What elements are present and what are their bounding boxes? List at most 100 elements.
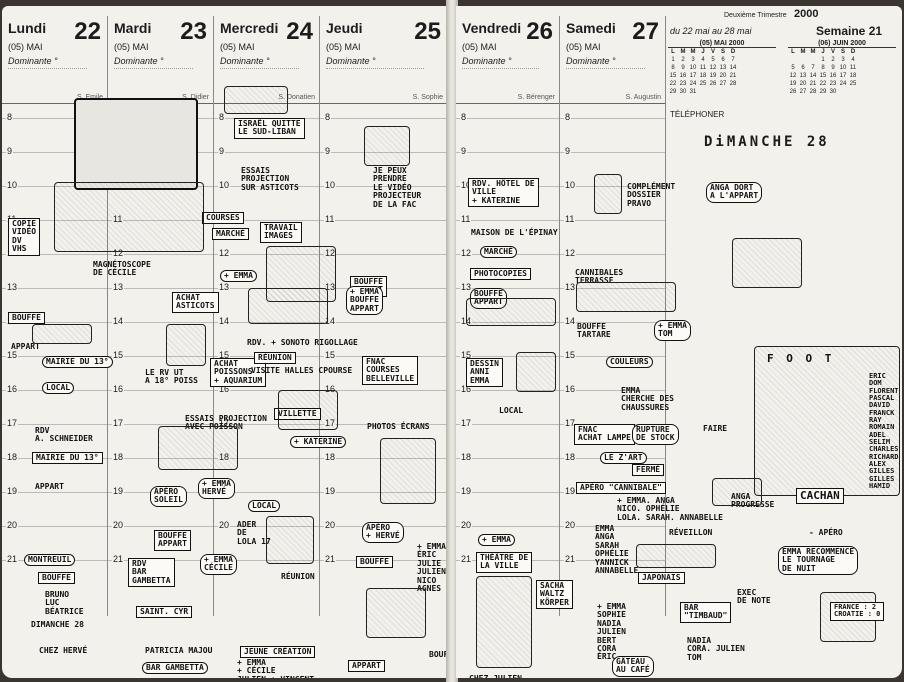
calendar-day[interactable] (848, 88, 858, 96)
hour-slot[interactable]: 20 (108, 520, 213, 556)
calendar-day[interactable]: 10 (839, 65, 847, 71)
hour-slot[interactable]: 17 (456, 418, 559, 454)
calendar-day[interactable]: 2 (831, 57, 835, 63)
calendar-day[interactable]: 3 (691, 57, 695, 63)
hour-slot[interactable]: 19 (2, 486, 107, 522)
calendar-day[interactable]: 12 (789, 73, 797, 79)
calendar-day[interactable]: 11 (699, 65, 707, 71)
calendar-day[interactable]: 28 (809, 89, 817, 95)
hour-slot[interactable]: 20 (560, 520, 665, 556)
hour-slot[interactable]: 15 (456, 350, 559, 386)
calendar-day[interactable]: 6 (721, 57, 725, 63)
calendar-day[interactable]: 29 (819, 89, 827, 95)
hour-slot[interactable]: 18 (456, 452, 559, 488)
hour-slot[interactable]: 11 (560, 214, 665, 250)
calendar-day[interactable]: 19 (709, 73, 717, 79)
hour-slot[interactable]: 9 (2, 146, 107, 182)
calendar-day[interactable] (808, 56, 818, 64)
calendar-day[interactable]: 2 (681, 57, 685, 63)
hour-slot[interactable]: 19 (320, 486, 447, 522)
hour-slot[interactable]: 9 (560, 146, 665, 182)
hour-slot[interactable]: 9 (320, 146, 447, 182)
calendar-day[interactable] (728, 88, 738, 96)
hour-slot[interactable]: 11 (108, 214, 213, 250)
hour-slot[interactable]: 10 (320, 180, 447, 216)
calendar-day[interactable]: 9 (831, 65, 835, 71)
calendar-day[interactable]: 20 (799, 81, 807, 87)
calendar-day[interactable]: 17 (689, 73, 697, 79)
calendar-day[interactable]: 22 (819, 81, 827, 87)
hour-slot[interactable]: 13 (108, 282, 213, 318)
calendar-day[interactable]: 3 (841, 57, 845, 63)
calendar-day[interactable] (788, 56, 798, 64)
hour-slot[interactable]: 12 (320, 248, 447, 284)
calendar-day[interactable]: 16 (829, 73, 837, 79)
hour-slot[interactable]: 16 (2, 384, 107, 420)
hour-slot[interactable]: 17 (108, 418, 213, 454)
calendar-day[interactable] (838, 88, 848, 96)
calendar-day[interactable]: 23 (829, 81, 837, 87)
calendar-day[interactable]: 31 (689, 89, 697, 95)
calendar-day[interactable] (718, 88, 728, 96)
hour-slot[interactable]: 16 (320, 384, 447, 420)
calendar-day[interactable]: 20 (719, 73, 727, 79)
calendar-day[interactable] (698, 88, 708, 96)
calendar-day[interactable]: 12 (709, 65, 717, 71)
hour-slot[interactable]: 14 (320, 316, 447, 352)
calendar-day[interactable]: 22 (669, 81, 677, 87)
calendar-day[interactable]: 26 (789, 89, 797, 95)
hour-slot[interactable]: 21 (560, 554, 665, 590)
hour-slot[interactable]: 18 (320, 452, 447, 488)
hour-slot[interactable]: 8 (320, 112, 447, 148)
calendar-day[interactable]: 1 (821, 57, 825, 63)
hour-slot[interactable]: 20 (2, 520, 107, 556)
calendar-day[interactable]: 25 (699, 81, 707, 87)
calendar-day[interactable]: 11 (849, 65, 857, 71)
hour-slot[interactable]: 17 (214, 418, 319, 454)
calendar-day[interactable]: 27 (799, 89, 807, 95)
calendar-day[interactable]: 29 (669, 89, 677, 95)
calendar-day[interactable]: 4 (851, 57, 855, 63)
hour-slot[interactable]: 9 (456, 146, 559, 182)
calendar-day[interactable]: 10 (689, 65, 697, 71)
hour-slot[interactable]: 15 (108, 350, 213, 386)
calendar-day[interactable]: 7 (811, 65, 815, 71)
calendar-day[interactable]: 25 (849, 81, 857, 87)
calendar-day[interactable]: 27 (719, 81, 727, 87)
calendar-day[interactable]: 17 (839, 73, 847, 79)
calendar-day[interactable]: 4 (701, 57, 705, 63)
hour-slot[interactable]: 12 (560, 248, 665, 284)
calendar-day[interactable]: 8 (821, 65, 825, 71)
calendar-day[interactable]: 15 (669, 73, 677, 79)
hour-slot[interactable]: 16 (560, 384, 665, 420)
hour-slot[interactable]: 14 (560, 316, 665, 352)
hour-slot[interactable]: 9 (214, 146, 319, 182)
calendar-day[interactable]: 30 (829, 89, 837, 95)
hour-slot[interactable]: 8 (456, 112, 559, 148)
hour-slot[interactable]: 18 (108, 452, 213, 488)
calendar-day[interactable]: 14 (729, 65, 737, 71)
calendar-day[interactable]: 1 (671, 57, 675, 63)
calendar-day[interactable]: 18 (699, 73, 707, 79)
hour-slot[interactable]: 13 (2, 282, 107, 318)
hour-slot[interactable]: 11 (320, 214, 447, 250)
calendar-day[interactable]: 24 (689, 81, 697, 87)
calendar-day[interactable] (708, 88, 718, 96)
hour-slot[interactable]: 8 (2, 112, 107, 148)
calendar-day[interactable]: 18 (849, 73, 857, 79)
hour-slot[interactable]: 16 (108, 384, 213, 420)
hour-slot[interactable]: 17 (320, 418, 447, 454)
hour-slot[interactable]: 11 (456, 214, 559, 250)
calendar-day[interactable]: 13 (719, 65, 727, 71)
calendar-day[interactable]: 28 (729, 81, 737, 87)
calendar-day[interactable]: 24 (839, 81, 847, 87)
calendar-day[interactable]: 5 (791, 65, 795, 71)
hour-slot[interactable]: 18 (214, 452, 319, 488)
calendar-day[interactable]: 21 (809, 81, 817, 87)
calendar-day[interactable]: 7 (731, 57, 735, 63)
hour-slot[interactable]: 19 (456, 486, 559, 522)
hour-slot[interactable]: 12 (108, 248, 213, 284)
calendar-day[interactable]: 15 (819, 73, 827, 79)
hour-slot[interactable]: 13 (456, 282, 559, 318)
calendar-day[interactable]: 23 (679, 81, 687, 87)
